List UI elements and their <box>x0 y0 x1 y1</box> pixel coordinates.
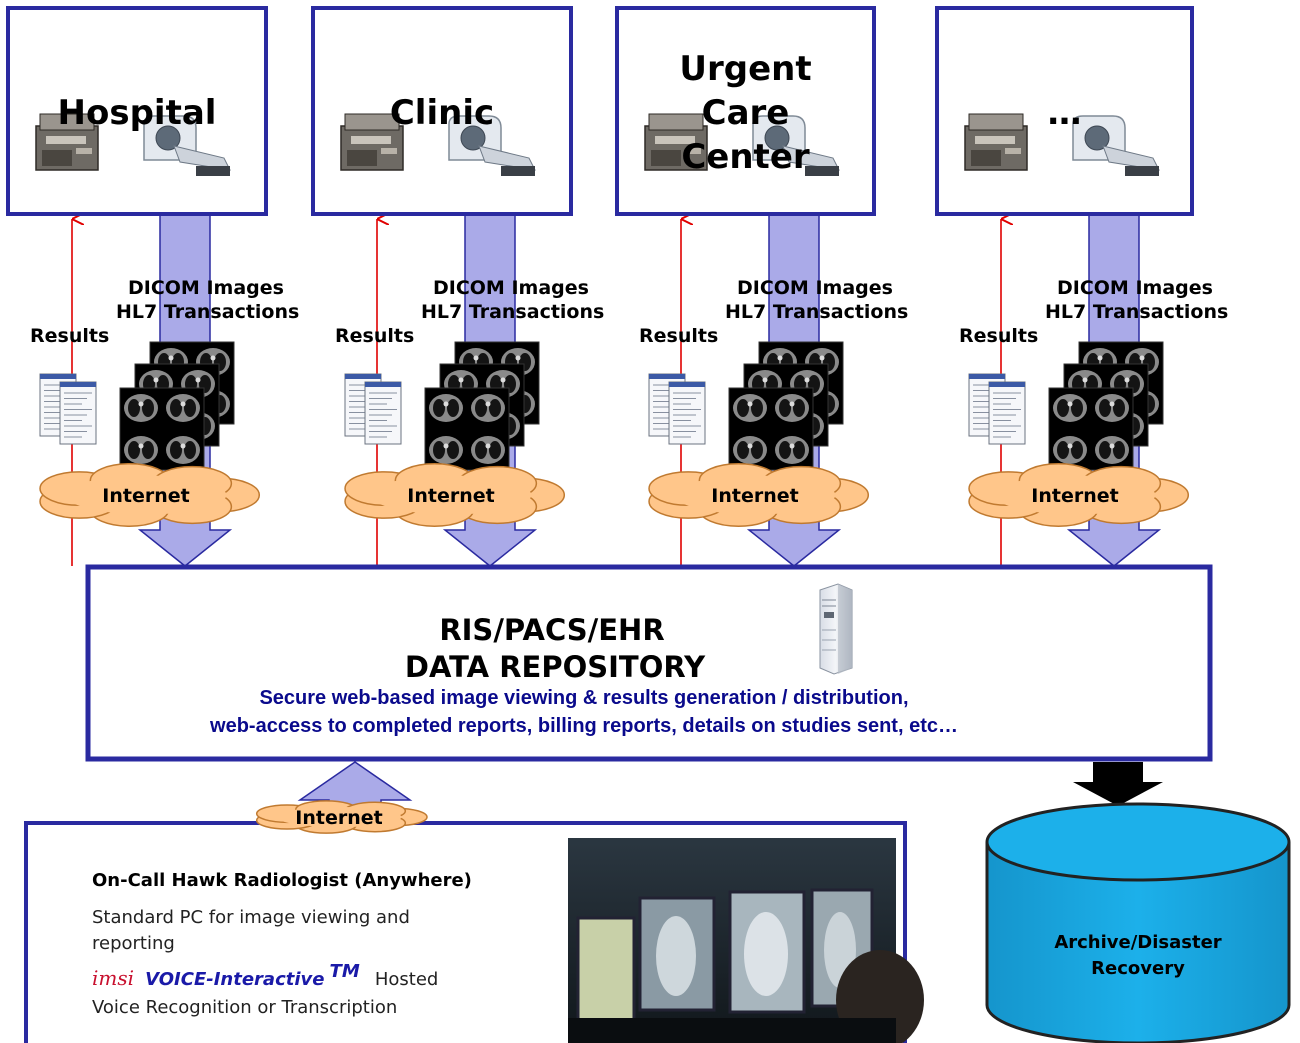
internet-cloud: Internet <box>968 463 1190 527</box>
internet-label: Internet <box>407 485 494 507</box>
voice-interactive-product: VOICE-Interactive <box>145 969 324 990</box>
archive-arrow <box>1073 762 1163 806</box>
internet-label: Internet <box>1031 485 1118 507</box>
repository-subtitle-line2: web-access to completed reports, billing… <box>209 715 958 737</box>
archive-label-line2: Recovery <box>1091 958 1185 979</box>
server-icon <box>819 583 853 675</box>
repository-title-line2: DATA REPOSITORY <box>405 650 706 684</box>
radiologist-text: On-Call Hawk Radiologist (Anywhere) Stan… <box>92 870 472 1018</box>
ct-scanner-icon <box>1072 115 1160 176</box>
ct-image-stack <box>1048 341 1164 471</box>
facility-label-line: Center <box>681 137 810 177</box>
data-repository: RIS/PACS/EHR DATA REPOSITORY Secure web-… <box>85 564 1213 762</box>
facility-box <box>6 6 268 216</box>
dicom-images-label: DICOM Images <box>128 277 284 299</box>
internet-label: Internet <box>295 807 382 829</box>
internet-cloud: Internet <box>39 463 261 527</box>
facility-label-line: Care <box>702 93 790 133</box>
dicom-images-label: DICOM Images <box>1057 277 1213 299</box>
imsi-logo: imsi <box>92 966 134 990</box>
printer-icon <box>340 113 404 171</box>
printer-icon <box>964 113 1028 171</box>
hl7-transactions-label: HL7 Transactions <box>1045 301 1228 323</box>
radiologist-workstation-photo <box>568 838 924 1043</box>
internet-label: Internet <box>102 485 189 507</box>
radiologist-title: On-Call Hawk Radiologist (Anywhere) <box>92 870 472 891</box>
radiologist-line4: Voice Recognition or Transcription <box>92 997 397 1018</box>
results-report-icon <box>968 373 1026 445</box>
trademark-mark: TM <box>330 961 360 982</box>
ct-image-stack <box>119 341 235 471</box>
results-report-icon <box>648 373 706 445</box>
results-report-icon <box>344 373 402 445</box>
hl7-transactions-label: HL7 Transactions <box>725 301 908 323</box>
facility-box <box>615 6 876 216</box>
radiologist-line1: Standard PC for image viewing and <box>92 907 410 928</box>
ct-image-stack <box>424 341 540 471</box>
results-report-icon <box>39 373 97 445</box>
internet-label: Internet <box>711 485 798 507</box>
facility-box <box>935 6 1194 216</box>
hl7-transactions-label: HL7 Transactions <box>116 301 299 323</box>
printer-icon <box>35 113 99 171</box>
results-label: Results <box>959 325 1038 347</box>
facility-label: Clinic <box>390 93 494 133</box>
dicom-images-label: DICOM Images <box>737 277 893 299</box>
ct-scanner-icon <box>752 115 840 176</box>
results-label: Results <box>639 325 718 347</box>
ct-scanner-icon <box>448 115 536 176</box>
archive-disaster-recovery: Archive/Disaster Recovery <box>985 802 1291 1043</box>
hl7-transactions-label: HL7 Transactions <box>421 301 604 323</box>
dicom-images-label: DICOM Images <box>433 277 589 299</box>
product-suffix: Hosted <box>375 969 438 990</box>
results-label: Results <box>335 325 414 347</box>
facility-box <box>311 6 573 216</box>
internet-cloud: Internet <box>648 463 870 527</box>
repository-subtitle-line1: Secure web-based image viewing & results… <box>259 687 908 709</box>
ct-image-stack <box>728 341 844 471</box>
voice-product-line: imsi VOICE-Interactive TM Hosted <box>92 961 438 990</box>
results-label: Results <box>30 325 109 347</box>
repository-title-line1: RIS/PACS/EHR <box>439 613 664 647</box>
repository-box <box>85 564 1213 762</box>
ct-scanner-icon <box>143 115 231 176</box>
facility-label: … <box>1048 93 1082 133</box>
internet-cloud: Internet <box>255 800 428 834</box>
archive-label-line1: Archive/Disaster <box>1054 932 1221 953</box>
internet-cloud: Internet <box>344 463 566 527</box>
facility-label: Hospital <box>58 93 217 133</box>
printer-icon <box>644 113 708 171</box>
radiologist-line2: reporting <box>92 933 175 954</box>
facility-label-line: Urgent <box>679 49 811 89</box>
